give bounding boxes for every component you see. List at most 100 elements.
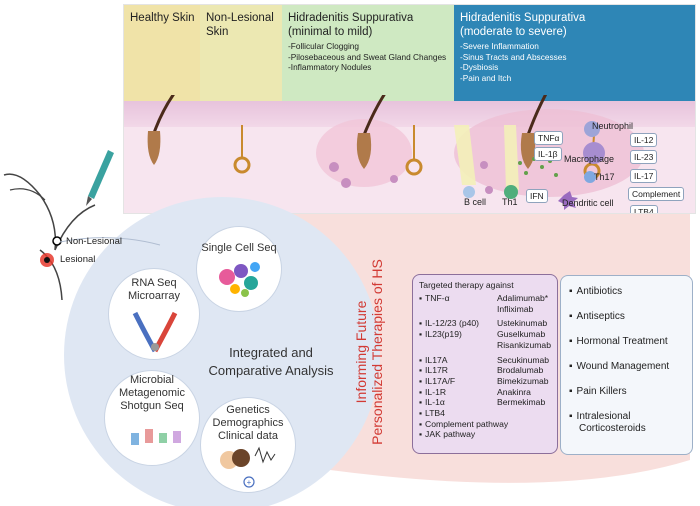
immune-cell bbox=[341, 178, 351, 188]
single-cell-label: Single Cell Seq bbox=[201, 242, 277, 254]
volcano-plot-icon bbox=[132, 311, 178, 353]
skin-progression-panel: Healthy Skin Non-Lesional Skin Hidradeni… bbox=[123, 4, 696, 214]
integrated-analysis-line1: Integrated and bbox=[229, 345, 313, 360]
target: IL17A/F bbox=[419, 376, 497, 387]
ltb4-label: LTB4 bbox=[630, 205, 658, 213]
list-item: -Sinus Tracts and Abscesses bbox=[460, 51, 567, 62]
stage-title-line1: Hidradenitis Suppurativa bbox=[288, 12, 414, 24]
il17-label: IL-17 bbox=[630, 169, 658, 183]
informing-line1: Informing Future bbox=[353, 300, 369, 404]
sweat-gland bbox=[405, 158, 423, 176]
connector-line bbox=[59, 237, 161, 246]
macrophage-label: Macrophage bbox=[564, 154, 615, 164]
table-row: IL-12/23 (p40)Ustekinumab bbox=[419, 318, 551, 329]
stage-title-line1: Non-Lesional bbox=[206, 12, 274, 24]
list-item: Intralesional bbox=[569, 411, 684, 423]
informing-future-label: Informing Future Personalized Therapies … bbox=[353, 242, 385, 462]
drug: Guselkumab bbox=[497, 329, 546, 340]
hair-follicle bbox=[520, 133, 536, 169]
stage-non-lesional-skin: Non-Lesional Skin bbox=[200, 5, 282, 101]
immune-cell bbox=[480, 161, 488, 169]
severe-feature-list: -Severe Inflammation -Sinus Tracts and A… bbox=[460, 41, 695, 83]
non-lesional-marker bbox=[52, 236, 62, 246]
drug: Secukinumab bbox=[497, 354, 550, 365]
non-lesional-label: Non-Lesional bbox=[66, 236, 122, 247]
stage-title-line2: (minimal to mild) bbox=[288, 26, 373, 38]
il12-label: IL-12 bbox=[630, 133, 658, 147]
rna-seq-label-line1: RNA Seq bbox=[131, 277, 177, 289]
people-and-dna-icon: + bbox=[220, 446, 276, 488]
th1-label: Th1 bbox=[502, 197, 518, 207]
sweat-gland bbox=[233, 156, 251, 174]
integrated-analysis-line2: Comparative Analysis bbox=[208, 363, 334, 378]
list-item: -Dysbiosis bbox=[460, 62, 499, 72]
genetics-label-line1: Genetics bbox=[226, 404, 270, 416]
rna-seq-label-line2: Microarray bbox=[128, 290, 180, 302]
target: Complement pathway bbox=[419, 419, 549, 430]
ifn-label: IFN bbox=[526, 189, 548, 203]
target: IL17A bbox=[419, 355, 497, 366]
genetics-label-line3: Clinical data bbox=[218, 430, 278, 442]
target: IL17R bbox=[419, 365, 497, 376]
sinus-tract bbox=[454, 125, 476, 185]
table-row: LTB4 bbox=[419, 408, 551, 419]
skin-illustration bbox=[147, 95, 644, 210]
genetics-circle: + bbox=[200, 397, 296, 493]
immune-cell bbox=[390, 175, 398, 183]
table-row: JAK pathway bbox=[419, 429, 551, 440]
genetics-label-line2: Demographics bbox=[212, 417, 284, 429]
list-item: Hormonal Treatment bbox=[569, 336, 684, 348]
drug: Brodalumab bbox=[497, 365, 544, 376]
target: LTB4 bbox=[419, 408, 497, 419]
hair-shaft bbox=[152, 95, 175, 134]
il23-label: IL-23 bbox=[630, 150, 658, 164]
b-cell bbox=[463, 186, 475, 198]
hair-follicle bbox=[147, 131, 161, 165]
list-item: -Pilosebaceous and Sweat Gland Changes bbox=[288, 51, 447, 62]
neutrophil-label: Neutrophil bbox=[592, 121, 634, 131]
hair-follicle bbox=[356, 133, 372, 169]
neutrophil-cell bbox=[584, 121, 600, 137]
table-row: IL23(p19)Guselkumab bbox=[419, 329, 551, 340]
drug: Adalimumab* bbox=[497, 293, 549, 303]
hair-shaft bbox=[526, 95, 548, 136]
stage-title-line2: (moderate to severe) bbox=[460, 26, 567, 38]
th17-cell bbox=[584, 171, 596, 183]
list-item: -Pain and Itch bbox=[460, 72, 512, 83]
hair-shaft bbox=[362, 95, 386, 136]
target: JAK pathway bbox=[419, 429, 549, 440]
targeted-therapy-box: Targeted therapy against TNF-αAdalimumab… bbox=[412, 274, 558, 454]
informing-line2: Personalized Therapies of HS bbox=[369, 259, 385, 445]
stage-title-line2: Skin bbox=[206, 26, 229, 38]
drug: Anakinra bbox=[497, 386, 531, 397]
drug: Bermekimab bbox=[497, 397, 546, 408]
drug: Ustekinumab bbox=[497, 318, 548, 329]
target: IL23(p19) bbox=[419, 329, 497, 340]
il1b-label: IL-1β bbox=[534, 147, 562, 161]
target bbox=[419, 340, 497, 351]
biopsy-pen-icon bbox=[88, 150, 114, 199]
other-therapies-box: Antibiotics Antiseptics Hormonal Treatme… bbox=[560, 275, 693, 455]
target: IL-1α bbox=[419, 397, 497, 408]
microbial-label-line2: Metagenomic bbox=[118, 387, 186, 399]
drug: Infliximab bbox=[497, 303, 534, 314]
boxplot-icon bbox=[131, 429, 181, 445]
stage-title-line1: Hidradenitis Suppurativa bbox=[460, 12, 586, 24]
list-item: Pain Killers bbox=[569, 386, 684, 398]
microbial-label-line1: Microbial bbox=[129, 374, 174, 386]
umap-plot-icon bbox=[219, 262, 260, 297]
drug: Bimekizumab bbox=[497, 375, 549, 386]
microbial-circle bbox=[104, 370, 200, 466]
list-item: Wound Management bbox=[569, 361, 684, 373]
immune-cell bbox=[485, 186, 493, 194]
arm-outline bbox=[9, 188, 46, 201]
complement-label: Complement bbox=[628, 187, 685, 201]
sinus-tract bbox=[504, 125, 519, 190]
stage-hs-severe: Hidradenitis Suppurativa (moderate to se… bbox=[454, 5, 695, 101]
target: IL-1R bbox=[419, 387, 497, 398]
table-row: Complement pathway bbox=[419, 419, 551, 430]
list-item: -Severe Inflammation bbox=[460, 41, 539, 51]
dendritic-cell bbox=[558, 191, 578, 210]
